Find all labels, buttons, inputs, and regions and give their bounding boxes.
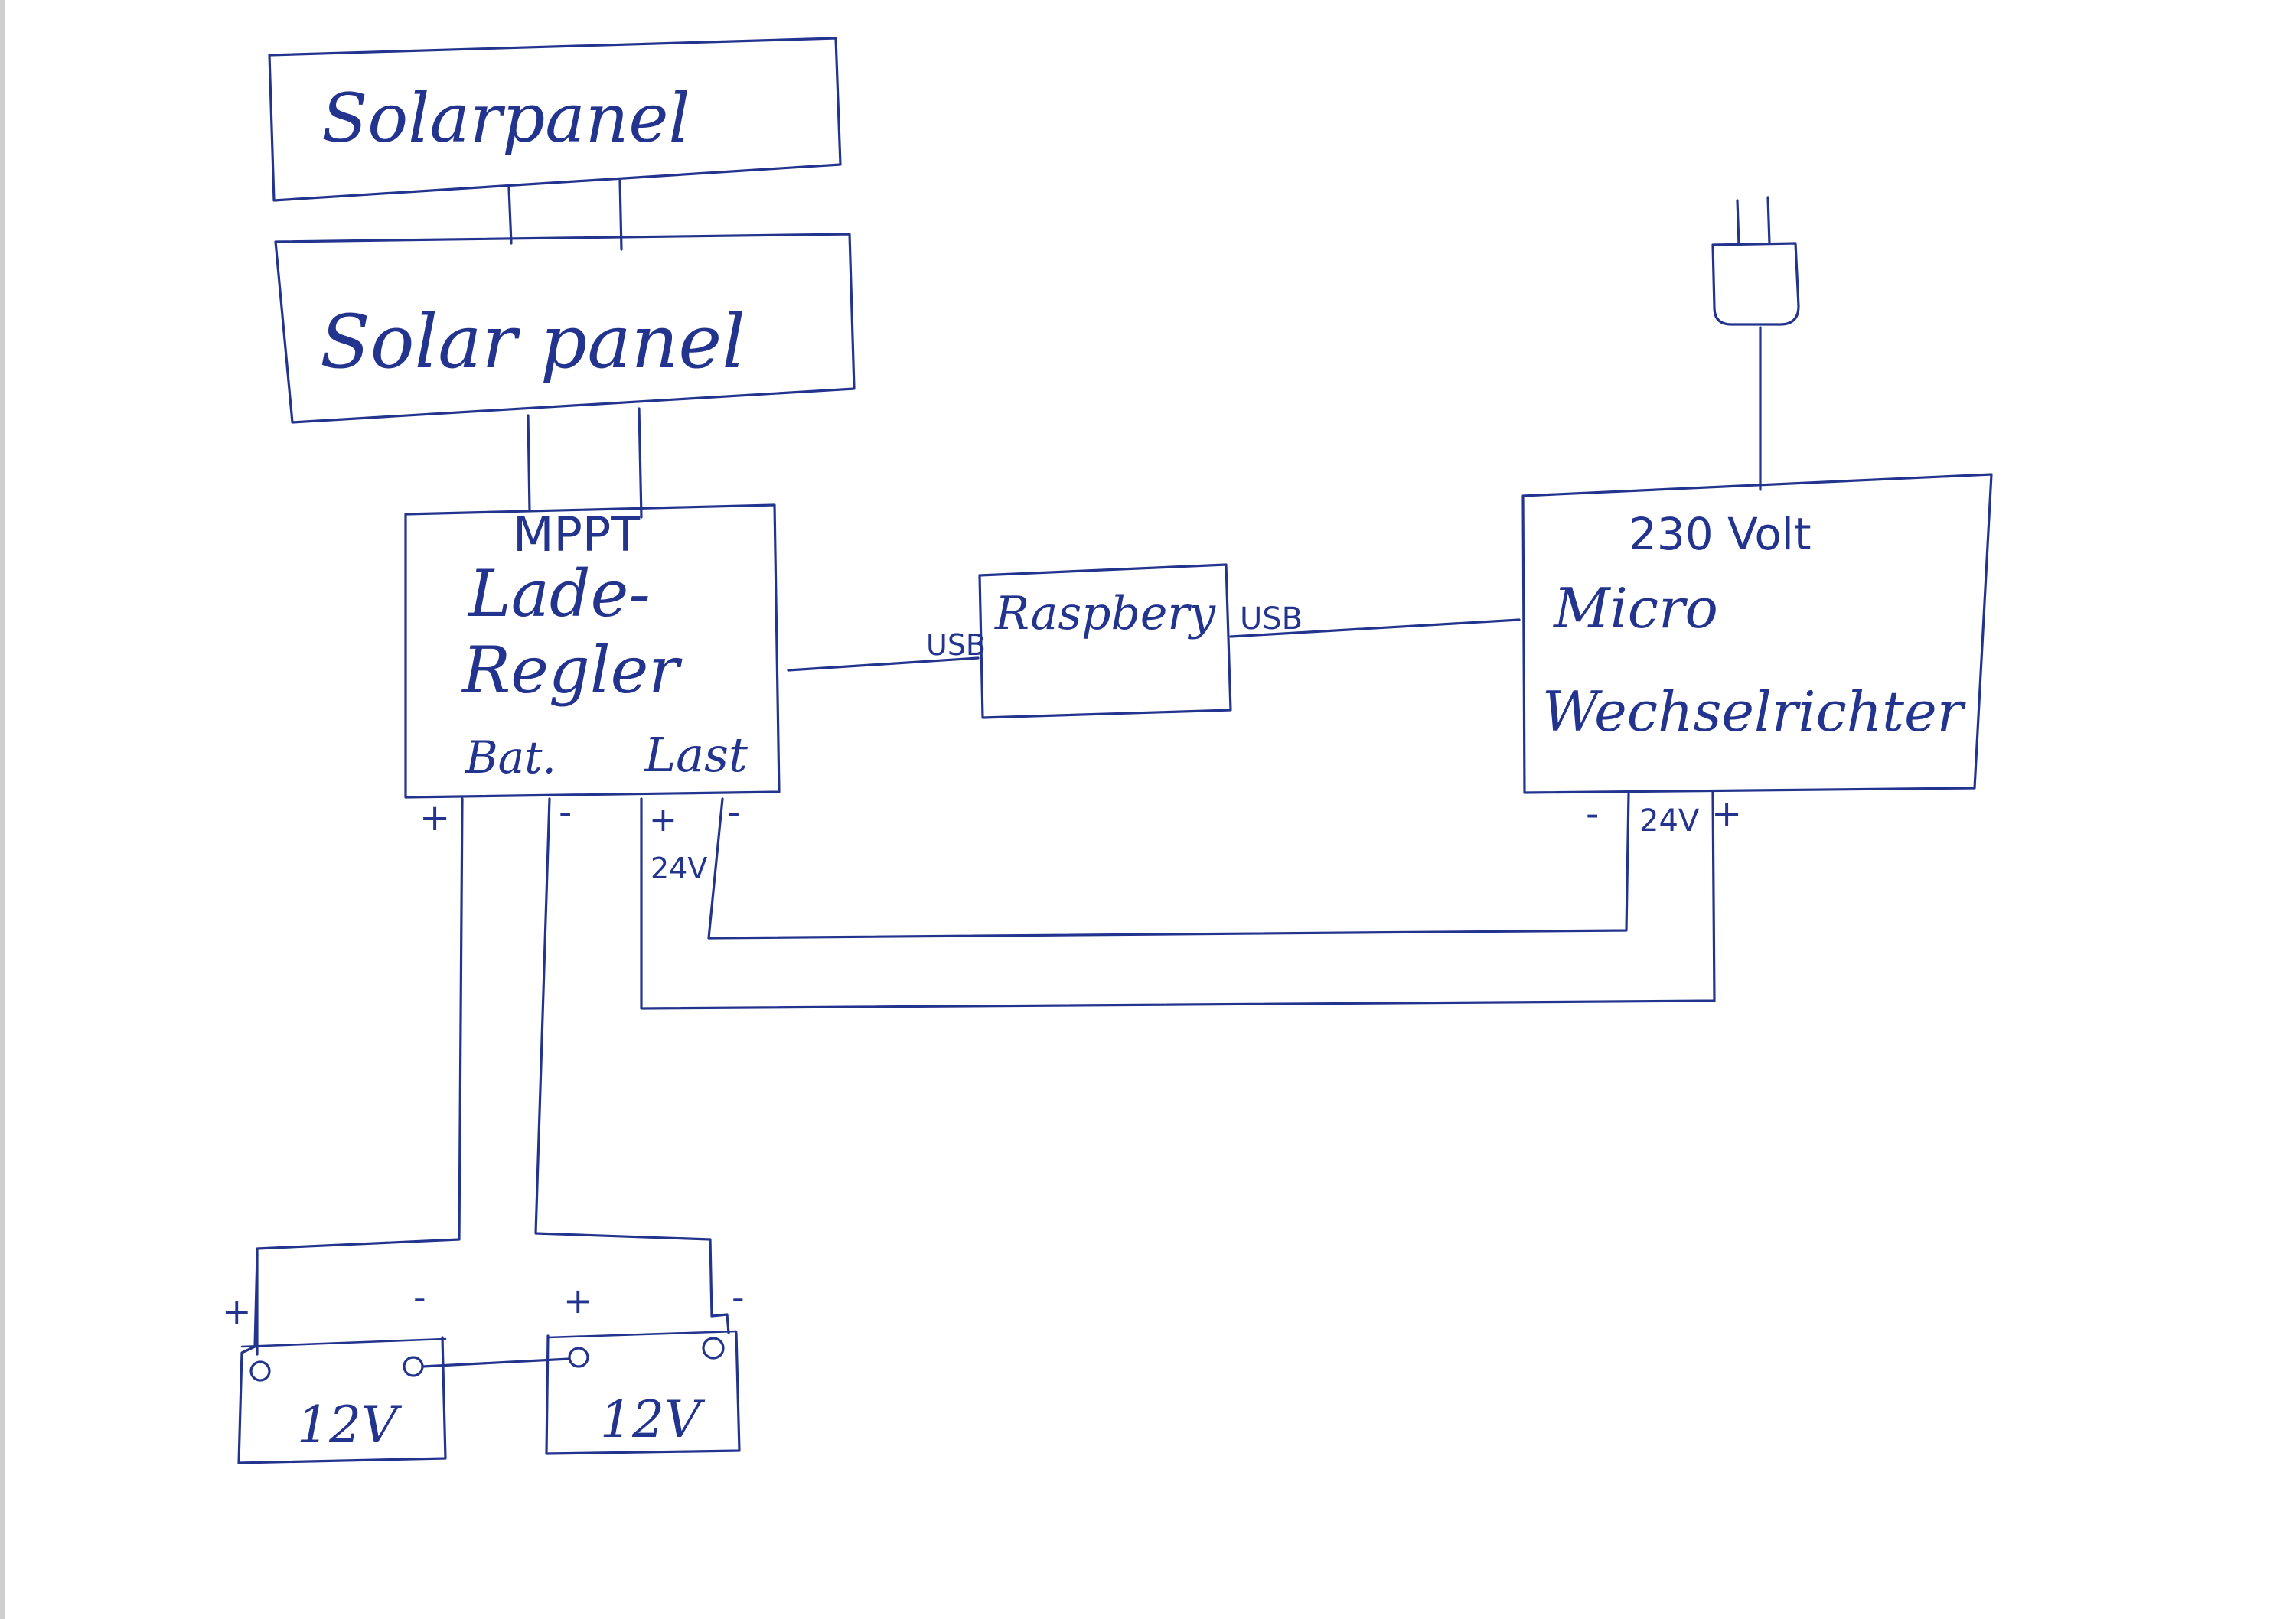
scan-edge <box>0 0 5 1619</box>
mppt-controller: MPPT Lade- Regler Bat. Last <box>404 503 781 799</box>
battery-1: 12V + - <box>222 1253 447 1464</box>
inverter-voltage-label: 230 Volt <box>1629 508 1812 560</box>
battery-2-minus: - <box>732 1277 745 1318</box>
solar-panel-1-label: Solarpanel <box>321 79 690 158</box>
battery-2: 12V + - <box>545 1277 745 1455</box>
usb-left-label: USB <box>926 628 986 662</box>
battery-minus-wire <box>534 797 713 1318</box>
panel-to-controller-left <box>527 414 531 513</box>
solar-panel-2: Solar panel <box>274 233 856 424</box>
usb-cable-left <box>787 656 980 672</box>
battery-2-voltage: 12V <box>600 1390 706 1449</box>
controller-lade-label: Lade- <box>467 556 651 631</box>
last-minus-label: - <box>727 791 740 834</box>
battery-1-plus: + <box>222 1291 252 1332</box>
last-plus-label: + <box>649 800 677 839</box>
inverter-dc-voltage-label: 24V <box>1639 803 1700 839</box>
panel-link-right <box>618 179 623 251</box>
load-plus-wire <box>640 791 1716 1010</box>
panel-link-left <box>507 187 513 245</box>
solar-panel-1: Solarpanel <box>268 37 842 202</box>
controller-regler-label: Regler <box>461 633 683 708</box>
usb-right-label: USB <box>1240 601 1303 637</box>
power-plug-icon <box>1711 196 1800 491</box>
inverter-minus-label: - <box>1586 793 1599 836</box>
micro-inverter: 230 Volt Micro Wechselrichter 24V - + <box>1521 473 1993 839</box>
battery-2-plus: + <box>563 1280 593 1321</box>
raspberry-pi: Raspbery <box>978 563 1232 719</box>
solar-panel-2-label: Solar panel <box>320 299 745 385</box>
inverter-wechselrichter-label: Wechselrichter <box>1542 679 1966 744</box>
usb-cable-right <box>1229 618 1521 638</box>
inverter-micro-label: Micro <box>1552 576 1718 640</box>
bat-plus-label: + <box>419 796 450 839</box>
last-voltage-label: 24V <box>651 852 707 885</box>
controller-bat-label: Bat. <box>465 731 556 783</box>
battery-1-voltage: 12V <box>297 1396 403 1454</box>
battery-plus-wire <box>256 797 464 1356</box>
inverter-plus-label: + <box>1711 793 1742 836</box>
panel-to-controller-right <box>638 407 643 519</box>
controller-mppt-label: MPPT <box>513 507 641 562</box>
battery-1-minus: - <box>413 1277 426 1318</box>
raspberry-label: Raspbery <box>994 587 1216 640</box>
controller-last-label: Last <box>644 727 748 783</box>
load-minus-wire <box>707 793 1630 940</box>
bat-minus-label: - <box>559 791 572 834</box>
battery-series-link <box>421 1357 571 1368</box>
